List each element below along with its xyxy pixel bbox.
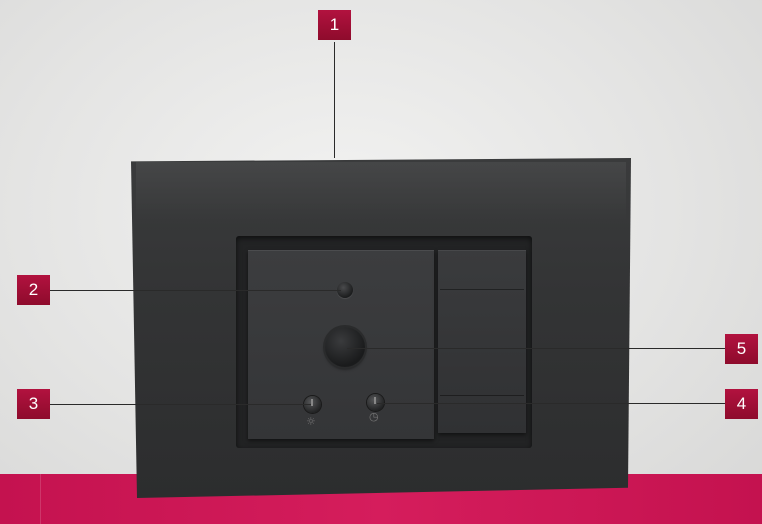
leader-line-1 — [334, 42, 335, 158]
callout-2: 2 — [17, 275, 50, 305]
leader-line-5 — [347, 348, 725, 349]
leader-line-4 — [377, 403, 725, 404]
push-button[interactable] — [325, 327, 365, 367]
blank-module-seam-lower — [440, 395, 524, 396]
leader-line-3 — [50, 404, 311, 405]
sun-icon: ☼ — [306, 416, 316, 427]
callout-1: 1 — [318, 10, 351, 40]
blank-module — [438, 250, 526, 433]
strip-divider — [40, 474, 41, 524]
leader-line-2 — [50, 290, 341, 291]
callout-4: 4 — [725, 389, 758, 419]
callout-3: 3 — [17, 389, 50, 419]
blank-module-seam — [440, 289, 524, 290]
clock-icon: ◷ — [369, 411, 379, 422]
callout-5: 5 — [725, 334, 758, 364]
